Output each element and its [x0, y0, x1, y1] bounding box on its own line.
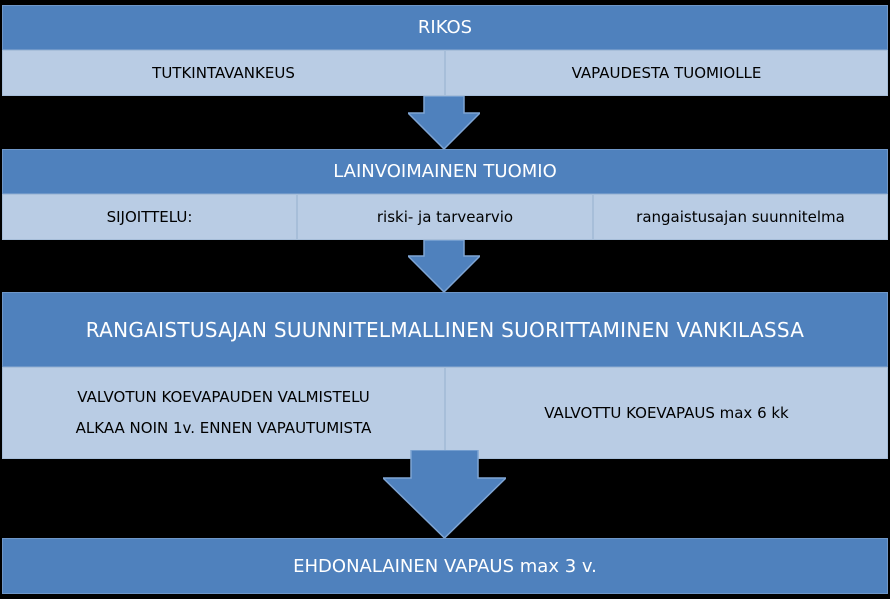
stage-tuomio-header: LAINVOIMAINEN TUOMIO [2, 149, 888, 194]
detail-tutkintavankeus: TUTKINTAVANKEUS [2, 50, 445, 96]
detail-label: TUTKINTAVANKEUS [152, 64, 295, 82]
detail-vapaudesta-tuomiolle: VAPAUDESTA TUOMIOLLE [445, 50, 888, 96]
detail-label: VALVOTTU KOEVAPAUS max 6 kk [544, 403, 789, 422]
detail-rangaistusajan-suunnitelma: rangaistusajan suunnitelma [593, 194, 888, 240]
stage-vankila-title: RANGAISTUSAJAN SUUNNITELMALLINEN SUORITT… [85, 317, 805, 342]
stage-ehdonalainen-header: EHDONALAINEN VAPAUS max 3 v. [2, 538, 888, 594]
stage-vankila-details: VALVOTUN KOEVAPAUDEN VALMISTELU ALKAA NO… [2, 367, 888, 459]
detail-valvottu-koevapaus: VALVOTTU KOEVAPAUS max 6 kk [445, 367, 888, 459]
down-arrow-icon [408, 96, 480, 149]
detail-label: rangaistusajan suunnitelma [636, 208, 845, 226]
detail-sijoittelu: SIJOITTELU: [2, 194, 297, 240]
detail-label: VAPAUDESTA TUOMIOLLE [571, 64, 762, 82]
detail-label-line2: ALKAA NOIN 1v. ENNEN VAPAUTUMISTA [75, 419, 372, 437]
detail-label: SIJOITTELU: [106, 208, 193, 226]
detail-riski-ja-tarvearvio: riski- ja tarvearvio [297, 194, 593, 240]
stage-vankila-header: RANGAISTUSAJAN SUUNNITELMALLINEN SUORITT… [2, 292, 888, 367]
stage-ehdonalainen-title: EHDONALAINEN VAPAUS max 3 v. [293, 555, 597, 577]
stage-tuomio-details: SIJOITTELU: riski- ja tarvearvio rangais… [2, 194, 888, 240]
detail-label-line1: VALVOTUN KOEVAPAUDEN VALMISTELU [77, 388, 370, 406]
stage-rikos-details: TUTKINTAVANKEUS VAPAUDESTA TUOMIOLLE [2, 50, 888, 96]
stage-tuomio-title: LAINVOIMAINEN TUOMIO [333, 161, 557, 182]
detail-koevapauden-valmistelu: VALVOTUN KOEVAPAUDEN VALMISTELU ALKAA NO… [2, 367, 445, 459]
detail-label: riski- ja tarvearvio [376, 208, 514, 226]
down-arrow-icon [383, 450, 506, 538]
stage-rikos-title: RIKOS [417, 17, 473, 38]
stage-rikos-header: RIKOS [2, 5, 888, 50]
down-arrow-icon [408, 240, 480, 292]
